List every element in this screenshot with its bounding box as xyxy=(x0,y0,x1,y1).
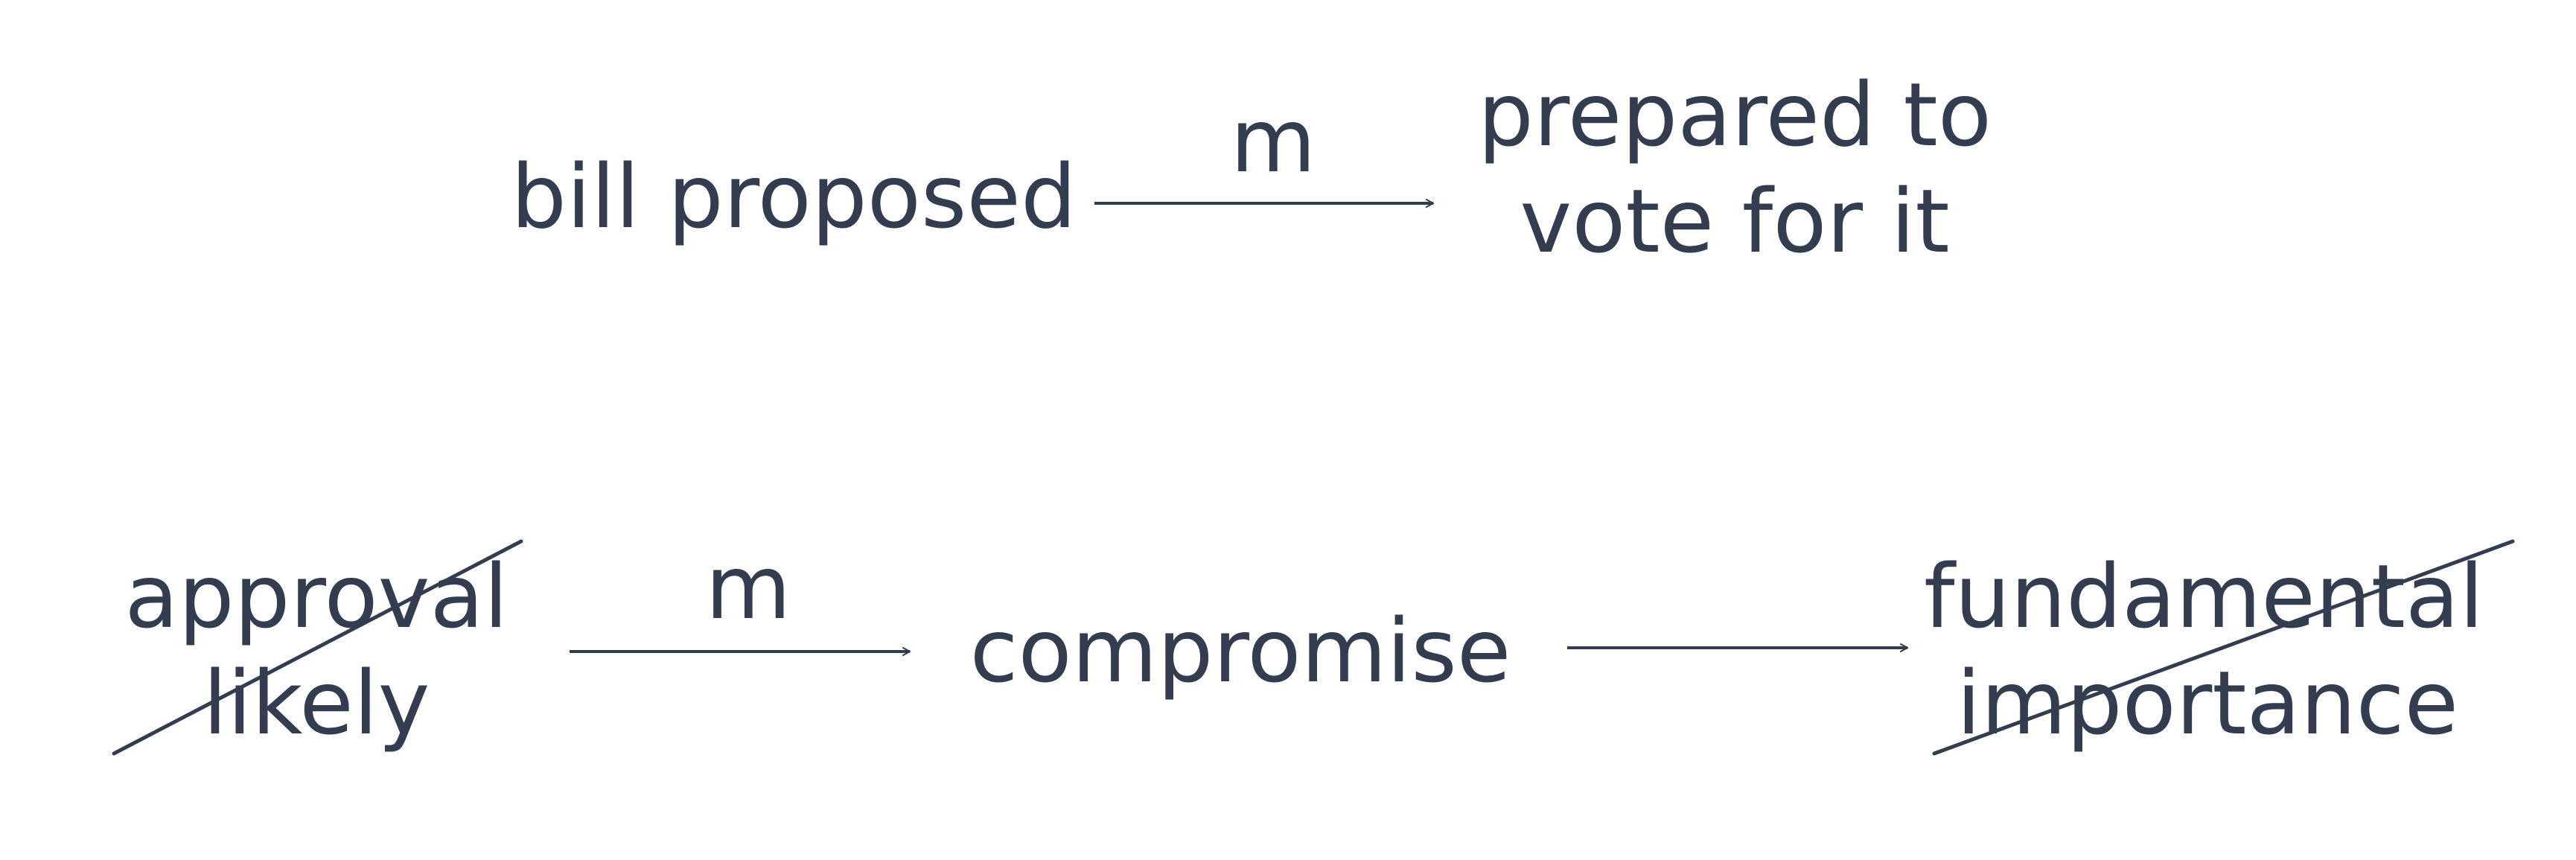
node-prepared-to-vote-line1: prepared to xyxy=(1478,63,1992,166)
node-compromise: compromise xyxy=(970,599,1511,702)
bottom-arrow1-label: m xyxy=(706,536,791,639)
top-arrow-label: m xyxy=(1231,89,1316,192)
node-fundamental-importance-line1: fundamental xyxy=(1924,545,2484,648)
node-approval-likely-line1: approval xyxy=(124,545,508,648)
node-prepared-to-vote-line2: vote for it xyxy=(1520,170,1949,273)
bottom-row: approval likely m compromise fundamental… xyxy=(112,536,2515,756)
node-approval-likely-line2: likely xyxy=(203,652,430,754)
node-fundamental-importance-line2: importance xyxy=(1957,652,2458,754)
top-row: bill proposed m prepared to vote for it xyxy=(511,63,1992,273)
node-bill-proposed: bill proposed xyxy=(511,145,1077,248)
strike-fundamental-importance xyxy=(1932,539,2515,756)
strike-approval-likely xyxy=(112,539,523,756)
